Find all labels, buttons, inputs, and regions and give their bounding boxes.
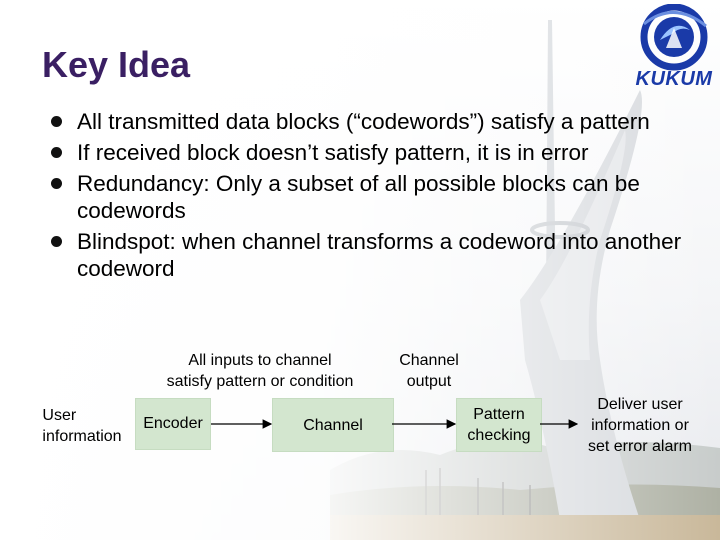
bullet-text: Blindspot: when channel transforms a cod… [77,229,682,281]
bullet-icon [51,147,62,158]
label-line: Pattern [473,406,525,423]
bullet-icon [51,178,62,189]
bullet-item: Redundancy: Only a subset of all possibl… [44,170,684,224]
note-channel-inputs: All inputs to channel satisfy pattern or… [150,350,370,392]
channel-label: Channel [303,416,363,434]
bullet-list: All transmitted data blocks (“codewords”… [44,108,684,286]
encoder-label: Encoder [143,415,203,432]
bullet-item: All transmitted data blocks (“codewords”… [44,108,684,135]
encoder-box: Encoder [135,398,211,450]
user-information-label: User information [34,404,130,448]
kukum-logo: KUKUM [630,4,718,92]
note-line: satisfy pattern or condition [166,373,354,390]
label-line: Deliver user [597,395,683,413]
bullet-text: Redundancy: Only a subset of all possibl… [77,171,640,223]
kukum-logo-icon [640,4,708,71]
channel-box: Channel [272,398,394,452]
bullet-item: Blindspot: when channel transforms a cod… [44,228,684,282]
bullet-icon [51,116,62,127]
note-line: output [406,373,452,390]
bullet-text: If received block doesn’t satisfy patter… [77,140,589,165]
pattern-checking-box: Pattern checking [456,398,542,452]
note-line: All inputs to channel [188,352,332,369]
bullet-item: If received block doesn’t satisfy patter… [44,139,684,166]
label-line: information or [591,416,689,434]
note-channel-output: Channel output [384,350,474,392]
label-line: set error alarm [587,437,693,455]
bullet-text: All transmitted data blocks (“codewords”… [77,109,650,134]
label-line: information [42,428,122,445]
logo-text: KUKUM [635,68,713,90]
label-line: User [42,407,77,424]
slide-title: Key Idea [42,44,191,85]
deliver-label: Deliver user information or set error al… [578,392,702,458]
bullet-icon [51,236,62,247]
label-line: checking [467,427,531,444]
note-line: Channel [399,352,459,369]
